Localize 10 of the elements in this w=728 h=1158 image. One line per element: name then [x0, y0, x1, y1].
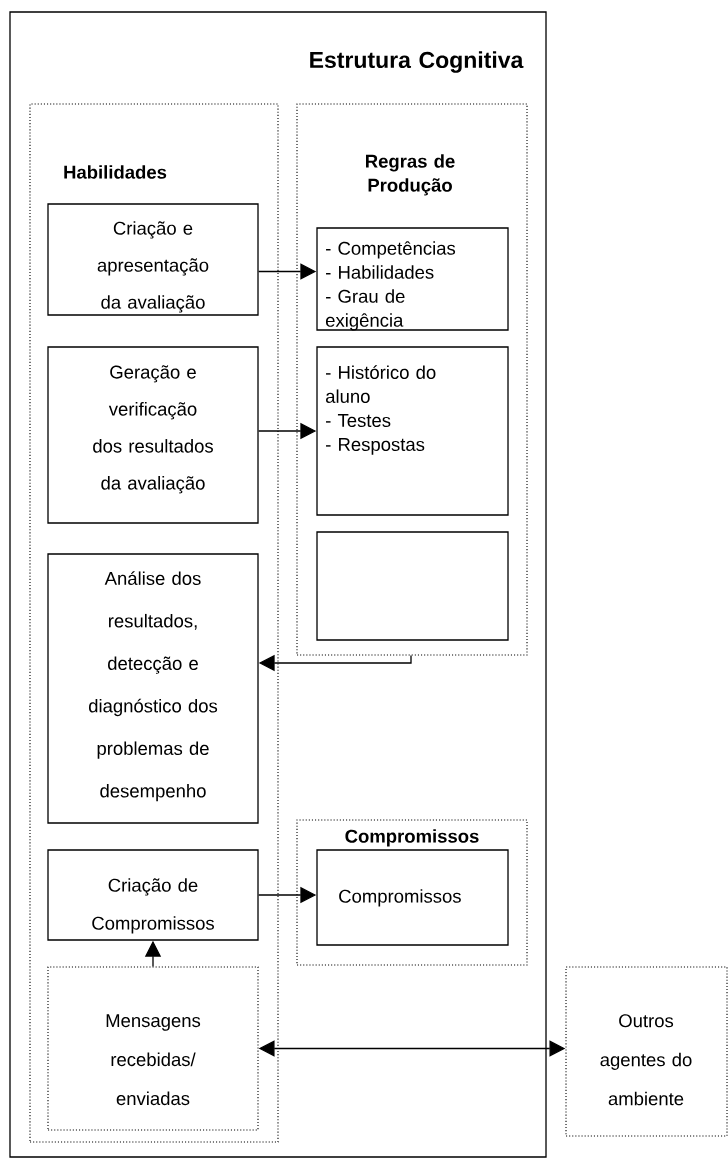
process-box: - Competências - Habilidades - Grau de exigência [316, 227, 509, 331]
process-box: Criação e apresentação da avaliação [47, 203, 259, 316]
process-box: Geração e verificação dos resultados da avaliação [47, 346, 259, 524]
dotted-box: Mensagens recebidas/ enviadas [47, 966, 259, 1131]
empty-box [316, 531, 509, 641]
process-box: - Histórico do aluno - Testes - Respostas [316, 346, 509, 516]
process-box: Criação de Compromissos [47, 849, 259, 941]
process-box: Análise dos resultados, detecção e diagnóstico dos problemas de desempenho [47, 553, 259, 824]
dotted-box: Outros agentes do ambiente [565, 966, 728, 1137]
process-box: Compromissos [316, 849, 509, 946]
